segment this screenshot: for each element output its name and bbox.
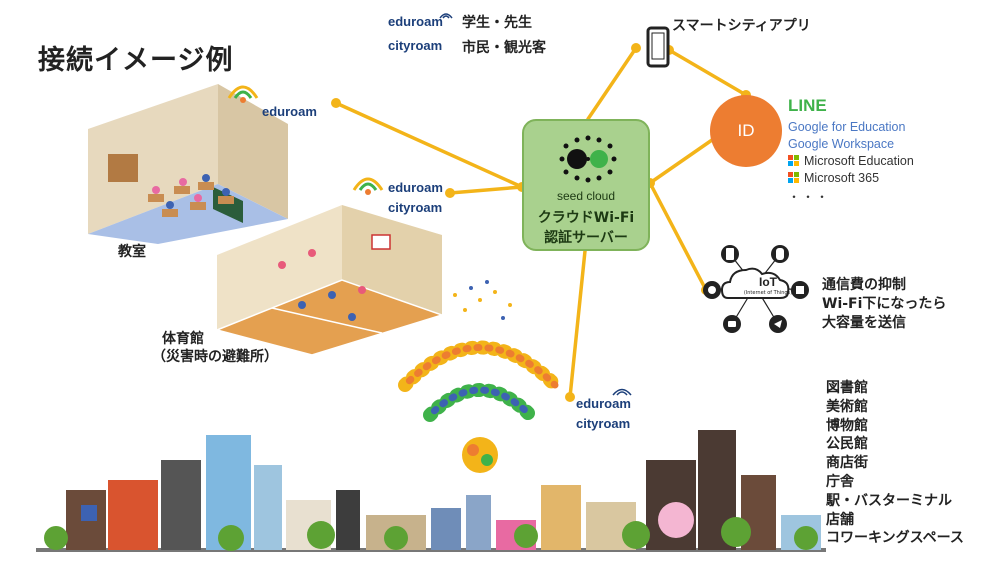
- service-microsoft-education: Microsoft Education: [788, 154, 914, 168]
- id-circle: ID: [710, 95, 782, 167]
- service-microsoft-education-label: Microsoft Education: [804, 154, 914, 168]
- service-google-workspace: Google Workspace: [788, 137, 895, 151]
- gym-label: 体育館: [162, 331, 204, 347]
- hub-brand: seed cloud: [556, 189, 616, 203]
- hub-line1: クラウドWi-Fi: [537, 210, 635, 226]
- place-item: 公民館: [826, 436, 868, 453]
- classroom-network-label: eduroam: [262, 104, 317, 119]
- iot-description: 通信費の抑制 Wi-Fi下になったら 大容量を送信: [822, 276, 946, 333]
- smartphone-icon: [646, 26, 670, 68]
- legend-cityroam-logo: cityroam: [388, 38, 443, 53]
- city-skyline-illustration: [36, 430, 826, 552]
- place-item: 美術館: [826, 398, 868, 415]
- iot-line-1: 通信費の抑制: [822, 277, 906, 293]
- city-wifi-signal-icon: [398, 280, 562, 473]
- classroom-illustration: [88, 84, 288, 244]
- legend-cityroam-desc: 市民・観光客: [462, 40, 546, 56]
- gym-wifi-signal-icon: [352, 177, 384, 195]
- city-network-label-cityroam: cityroam: [576, 416, 631, 431]
- cloud-wifi-auth-server: seed cloud クラウドWi-Fi 認証サーバー: [522, 119, 650, 251]
- gym-network-label-eduroam: eduroam: [388, 180, 443, 195]
- city-network-wifi-icon: [612, 388, 632, 396]
- iot-cloud-title: IoT: [759, 275, 777, 289]
- iot-cloud-subtitle: (Internet of Things): [743, 290, 793, 296]
- gym-illustration: [214, 205, 442, 355]
- place-item: コワーキングスペース: [826, 530, 964, 547]
- legend-eduroam-desc: 学生・先生: [462, 15, 532, 31]
- iot-line-2: Wi-Fi下になったら: [822, 296, 947, 312]
- place-item: 商店街: [826, 455, 868, 472]
- service-microsoft-365-label: Microsoft 365: [804, 171, 880, 185]
- legend-eduroam-logo: eduroam: [388, 14, 443, 29]
- service-line: LINE: [788, 96, 827, 115]
- place-item: 図書館: [826, 380, 868, 396]
- microsoft-logo-icon: [788, 172, 800, 184]
- hub-line2: 認証サーバー: [544, 230, 628, 246]
- place-item: 庁舎: [826, 473, 854, 490]
- iot-line-3: 大容量を送信: [822, 315, 906, 331]
- page-title: 接続イメージ例: [38, 45, 234, 76]
- gym-network-label-cityroam: cityroam: [388, 200, 443, 215]
- public-places-list: 図書館 美術館 博物館 公民館 商店街 庁舎 駅・バスターミナル 店舗 コワーキ…: [826, 379, 964, 548]
- seed-cloud-logo-icon: [559, 135, 617, 183]
- service-google-education: Google for Education: [788, 120, 906, 134]
- service-microsoft-365: Microsoft 365: [788, 171, 879, 185]
- microsoft-logo-icon: [788, 155, 800, 167]
- services-ellipsis: ・・・: [788, 190, 831, 204]
- iot-cluster-illustration: [703, 245, 809, 333]
- place-item: 駅・バスターミナル: [826, 492, 952, 509]
- smart-city-app-label: スマートシティアプリ: [672, 18, 811, 34]
- legend-eduroam-wifi-icon: [439, 13, 453, 19]
- city-network-label-eduroam: eduroam: [576, 396, 631, 411]
- classroom-wifi-signal-icon: [227, 85, 259, 103]
- classroom-label: 教室: [118, 244, 146, 260]
- place-item: 店舗: [826, 511, 854, 528]
- place-item: 博物館: [826, 417, 868, 434]
- gym-sublabel: （災害時の避難所）: [152, 349, 278, 365]
